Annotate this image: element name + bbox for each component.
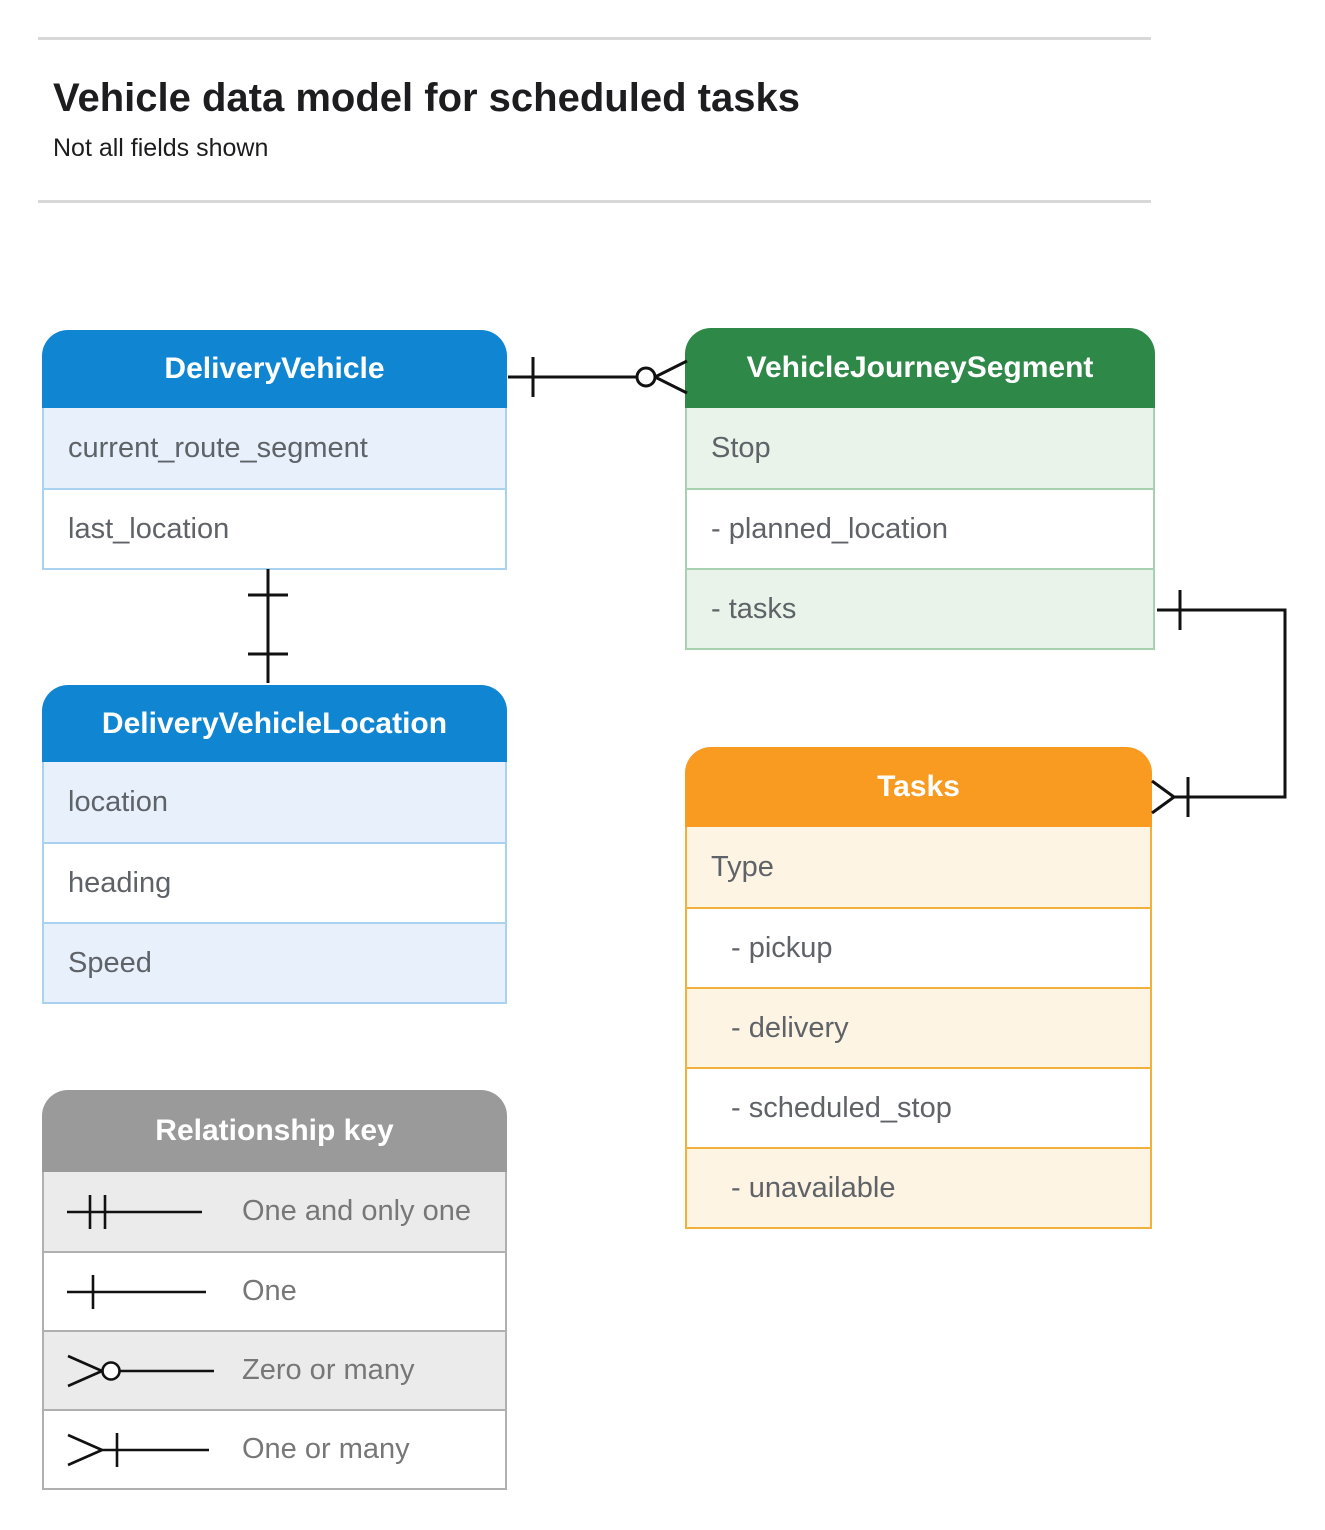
entity-fields: location heading Speed <box>42 762 507 1004</box>
field-row: - planned_location <box>687 488 1153 568</box>
entity-tasks: Tasks Type - pickup - delivery - schedul… <box>685 747 1152 1229</box>
one-and-only-one-icon <box>67 1194 202 1229</box>
field-row: Speed <box>44 922 505 1002</box>
legend-rows: One and only one One Zero or many <box>42 1172 507 1490</box>
field-row: heading <box>44 842 505 922</box>
field-row: - unavailable <box>687 1147 1150 1227</box>
field-row: last_location <box>44 488 505 568</box>
legend-title: Relationship key <box>42 1090 507 1172</box>
legend-label: One and only one <box>242 1195 471 1227</box>
field-row: - scheduled_stop <box>687 1067 1150 1147</box>
one-icon <box>67 1274 206 1309</box>
legend-row: One and only one <box>44 1172 505 1251</box>
field-row: - tasks <box>687 568 1153 648</box>
legend-row: One <box>44 1251 505 1330</box>
entity-fields: Type - pickup - delivery - scheduled_sto… <box>685 827 1152 1229</box>
entity-delivery-vehicle: DeliveryVehicle current_route_segment la… <box>42 330 507 570</box>
legend-label: Zero or many <box>242 1354 415 1386</box>
bottom-divider <box>38 200 1151 203</box>
legend-row: Zero or many <box>44 1330 505 1409</box>
legend-label: One or many <box>242 1433 410 1465</box>
field-row: location <box>44 762 505 842</box>
entity-vehicle-journey-segment: VehicleJourneySegment Stop - planned_loc… <box>685 328 1155 650</box>
page-title: Vehicle data model for scheduled tasks <box>53 76 800 120</box>
field-row: - pickup <box>687 907 1150 987</box>
entity-title: DeliveryVehicleLocation <box>42 685 507 762</box>
entity-title: Tasks <box>685 747 1152 827</box>
legend-relationship-key: Relationship key One and only one One <box>42 1090 507 1490</box>
entity-title: VehicleJourneySegment <box>685 328 1155 408</box>
entity-fields: current_route_segment last_location <box>42 408 507 570</box>
page-subtitle: Not all fields shown <box>53 134 269 162</box>
field-row: - delivery <box>687 987 1150 1067</box>
field-row: Stop <box>687 408 1153 488</box>
entity-fields: Stop - planned_location - tasks <box>685 408 1155 650</box>
entity-delivery-vehicle-location: DeliveryVehicleLocation location heading… <box>42 685 507 1004</box>
field-row: current_route_segment <box>44 408 505 488</box>
field-row: Type <box>687 827 1150 907</box>
legend-label: One <box>242 1275 297 1307</box>
zero-or-many-icon <box>67 1354 214 1387</box>
connector-vehiclejourneysegment-tasks <box>1151 590 1287 817</box>
connector-deliveryvehicle-vehiclejourneysegment <box>508 357 688 397</box>
legend-row: One or many <box>44 1409 505 1488</box>
top-divider <box>38 37 1151 40</box>
connector-deliveryvehicle-deliveryvehiclelocation <box>248 569 288 683</box>
one-or-many-icon <box>67 1432 209 1467</box>
entity-title: DeliveryVehicle <box>42 330 507 408</box>
